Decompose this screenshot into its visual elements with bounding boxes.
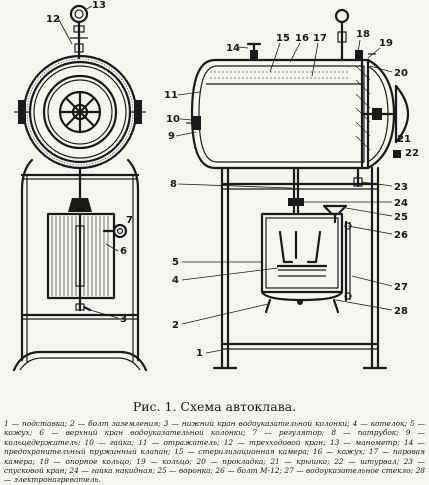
- figure-title: Рис. 1. Схема автоклава.: [132, 399, 297, 414]
- legend-item: 15 — стерилизационная камера;: [174, 447, 313, 457]
- callout-14: 14: [226, 43, 240, 54]
- callout-27: 27: [394, 282, 408, 293]
- side-view: [186, 8, 410, 370]
- callout-13: 13: [92, 0, 106, 11]
- legend-item: 21 — крышка;: [270, 456, 335, 466]
- callout-25: 25: [394, 212, 408, 223]
- callout-6: 6: [120, 246, 127, 257]
- legend-item: 9 — кольцедержатель;: [4, 428, 425, 447]
- legend-item: 10 — гайка;: [84, 437, 139, 447]
- callout-9: 9: [168, 131, 175, 142]
- legend-item: 26 — болт М-12;: [215, 466, 285, 476]
- legend-item: 20 — прокладка;: [196, 456, 271, 466]
- callout-17: 17: [313, 33, 327, 44]
- callout-24: 24: [394, 198, 408, 209]
- legend-item: 18 — опорное кольцо;: [39, 456, 137, 466]
- callout-20: 20: [394, 68, 408, 79]
- legend-item: 11 — отражатель;: [138, 437, 224, 447]
- callout-15: 15: [276, 33, 290, 44]
- callout-8: 8: [170, 179, 177, 190]
- legend-item: 27 — водоуказательное стекло;: [284, 466, 416, 476]
- callout-5: 5: [172, 257, 179, 268]
- legend-item: 1 — подставка;: [4, 419, 71, 428]
- callout-22: 22: [405, 148, 419, 159]
- legend-item: 2 — болт заземления;: [70, 419, 164, 428]
- sterilization-chamber: [190, 58, 370, 170]
- legend-item: 16 — кожух;: [312, 447, 369, 457]
- legend-item: 23 — спусковой кран;: [4, 456, 425, 476]
- legend-item: 22 — штурвал;: [334, 456, 404, 466]
- legend-item: 28 — электронагреватель.: [4, 466, 425, 485]
- legend-item: 25 — воронка;: [157, 466, 216, 476]
- autoclave-diagram: 12 13 7 6 3 14 15 16 17 18 19 20 11 10 9…: [12, 0, 419, 372]
- callout-4: 4: [172, 275, 179, 286]
- side-handwheel: [394, 84, 410, 144]
- legend-item: 13 — манометр;: [329, 437, 404, 447]
- manometer-dial: [69, 4, 89, 24]
- legend-item: 17 — паровая камера;: [4, 447, 425, 466]
- front-view: [12, 4, 148, 372]
- callout-10: 10: [166, 114, 180, 125]
- legend-item: 7 — регулятор;: [252, 428, 332, 438]
- callout-3: 3: [120, 314, 127, 325]
- callout-11: 11: [164, 90, 178, 101]
- callout-1: 1: [196, 348, 203, 359]
- legend-item: 8 — патрубок;: [331, 428, 406, 438]
- callout-7: 7: [126, 215, 133, 226]
- legend-item: 6 — верхний кран водоуказательной колонк…: [39, 428, 253, 438]
- callout-21: 21: [397, 134, 411, 145]
- callout-26: 26: [394, 230, 408, 241]
- funnel: [322, 204, 348, 216]
- autoclave-diagram-svg: 12 13 7 6 3 14 15 16 17 18 19 20 11 10 9…: [12, 0, 419, 372]
- legend-item: 24 — гайка накидная;: [69, 466, 158, 476]
- callout-16: 16: [295, 33, 309, 44]
- legend-item: 14 — предохранительный пружинный клапан;: [4, 437, 425, 457]
- callout-2: 2: [172, 320, 179, 331]
- legend-item: 12 — трехходовой кран;: [223, 437, 330, 447]
- callout-12: 12: [46, 14, 60, 25]
- legend-item: 3 — нижний кран водоуказательной колонки…: [163, 419, 353, 428]
- callout-28: 28: [394, 306, 408, 317]
- callouts: 12 13 7 6 3 14 15 16 17 18 19 20 11 10 9…: [46, 0, 419, 359]
- inner-pot: [260, 212, 344, 294]
- figure-legend: 1 — подставка; 2 — болт заземления; 3 — …: [4, 419, 425, 485]
- legend-item: 19 — кольцо;: [136, 456, 197, 466]
- callout-23: 23: [394, 182, 408, 193]
- callout-18: 18: [356, 29, 370, 40]
- legend-item: 5 — кожух;: [4, 419, 425, 438]
- callout-19: 19: [379, 38, 393, 49]
- legend-item: 4 — котелок;: [352, 419, 410, 428]
